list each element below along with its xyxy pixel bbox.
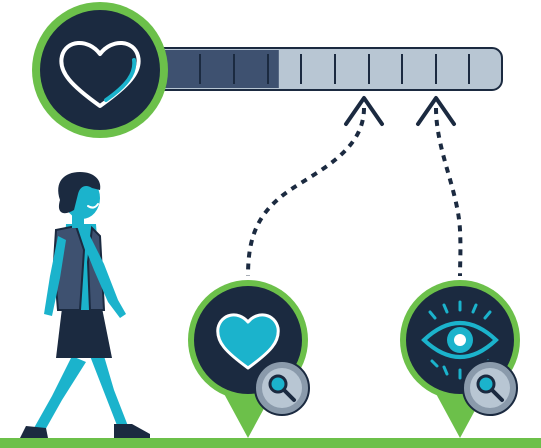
woman-back-leg (34, 356, 86, 432)
woman-front-leg (90, 356, 128, 428)
heart-icon (216, 313, 280, 370)
woman-front-arm (82, 232, 126, 318)
magnifier-icon (462, 360, 518, 416)
marker-eye (400, 280, 520, 438)
health-badge (32, 2, 168, 138)
ground-line (0, 438, 541, 448)
woman-smile (87, 203, 99, 209)
woman-front-shoe (114, 424, 150, 438)
pointer-arrows (344, 96, 456, 126)
marker-heart (188, 280, 310, 438)
connector-left (246, 107, 366, 277)
walking-woman-illustration (20, 172, 150, 438)
eye-icon (421, 300, 499, 380)
health-badge-disc (40, 10, 160, 130)
arrow-head-left (344, 96, 384, 126)
magnifier-icon (254, 360, 310, 416)
meter-ticks (199, 54, 470, 84)
heart-icon-shadow (104, 58, 137, 102)
arrow-head-right (416, 96, 456, 126)
woman-back-shoe (20, 426, 48, 438)
woman-hair (58, 172, 101, 214)
connector-right (434, 107, 463, 277)
woman-back-arm (44, 236, 66, 316)
heart-icon (59, 41, 141, 108)
woman-skirt (56, 308, 112, 358)
health-meter (129, 47, 503, 91)
dotted-connectors (246, 107, 463, 277)
